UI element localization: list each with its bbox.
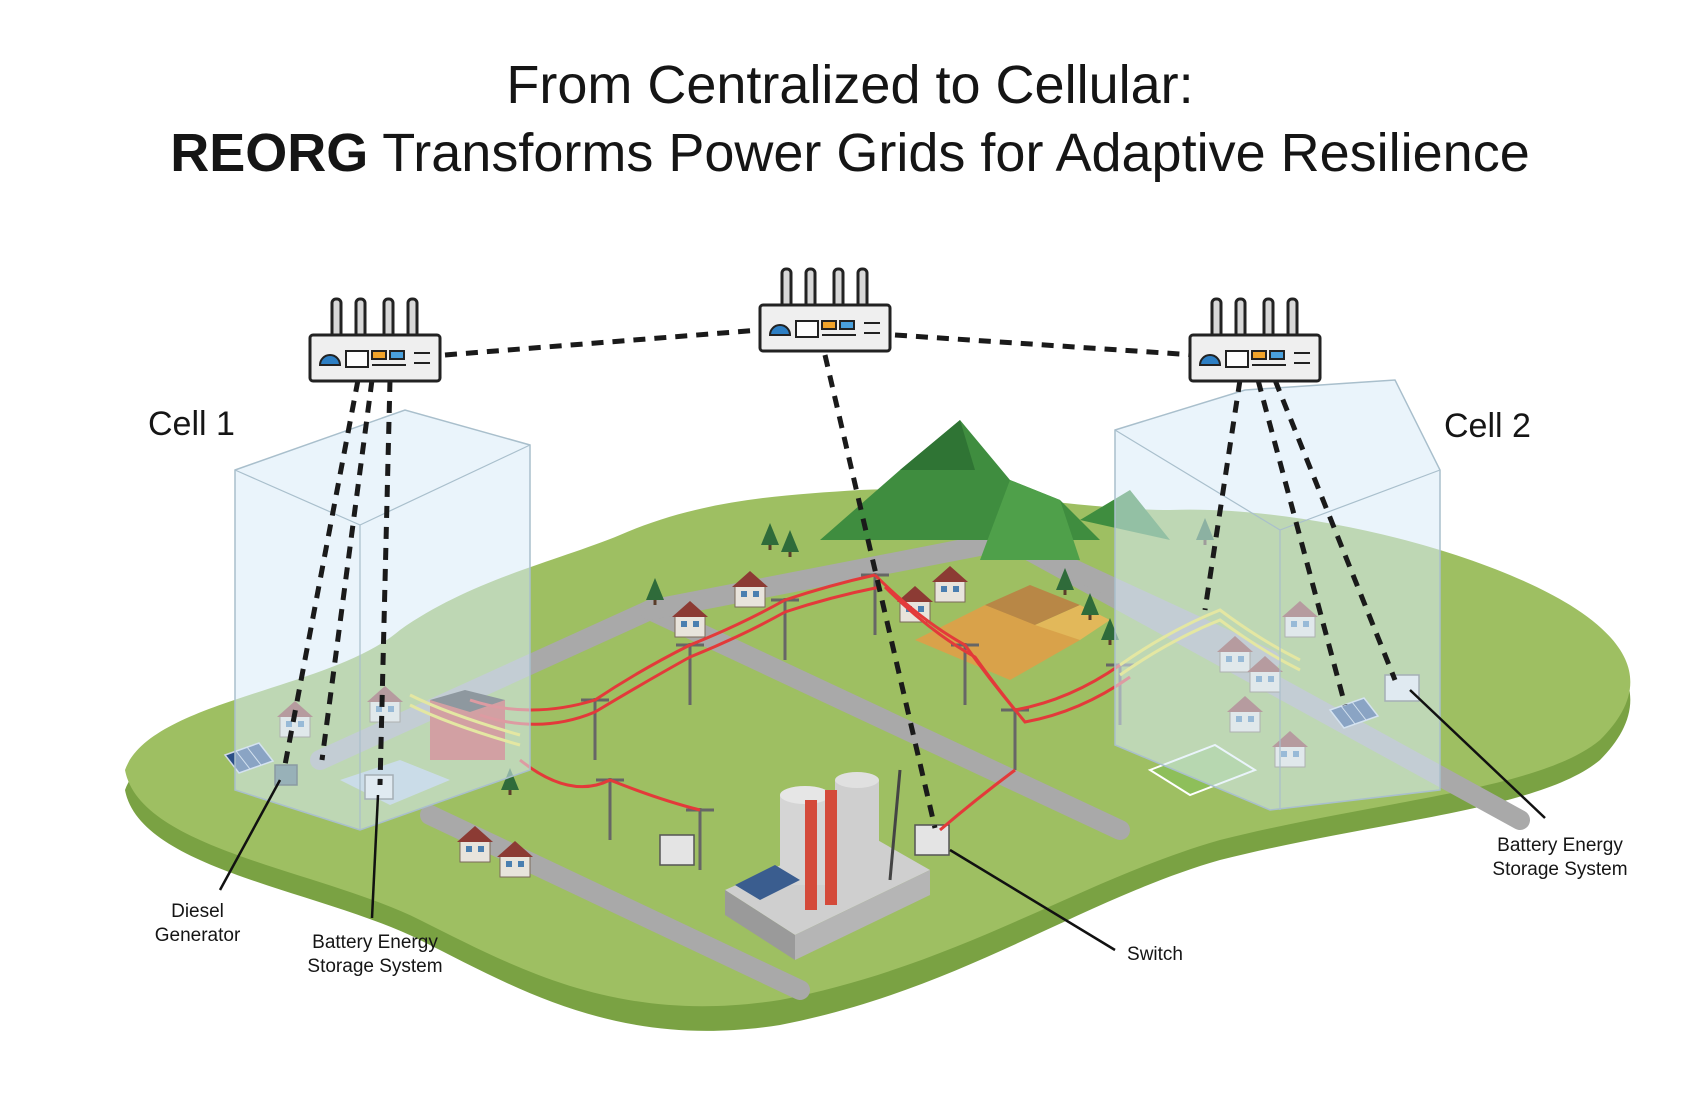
- callout-battery-left-line-2: Storage System: [307, 956, 443, 977]
- callout-battery-right-line-2: Storage System: [1492, 859, 1628, 880]
- switch-icon: [659, 824, 950, 866]
- cell-2-volume: [1114, 379, 1441, 811]
- callout-battery-right-line-1: Battery Energy: [1497, 835, 1623, 856]
- title-rest: Transforms Power Grids for Adaptive Resi…: [368, 123, 1530, 183]
- factory-icon: [725, 769, 930, 960]
- callout-battery-left: Battery Energy Storage System: [290, 931, 460, 979]
- communication-links: [282, 327, 1398, 829]
- callout-battery-right: Battery Energy Storage System: [1475, 834, 1645, 882]
- callout-diesel-line-1: Diesel: [171, 901, 224, 922]
- power-lines: [469, 573, 1131, 832]
- callout-diesel-generator: Diesel Generator: [140, 900, 255, 948]
- callout-leaders: [218, 689, 1546, 952]
- callout-diesel-line-2: Generator: [154, 925, 241, 946]
- callout-switch: Switch: [1127, 944, 1183, 965]
- title-brand: REORG: [170, 123, 369, 183]
- router-icon: [308, 267, 1322, 383]
- cell-2-label: Cell 2: [1444, 407, 1531, 445]
- callout-battery-left-line-1: Battery Energy: [312, 932, 438, 953]
- title-line-2: REORG Transforms Power Grids for Adaptiv…: [0, 126, 1700, 180]
- cell-1-label: Cell 1: [148, 405, 235, 443]
- title-line-1: From Centralized to Cellular:: [506, 55, 1194, 115]
